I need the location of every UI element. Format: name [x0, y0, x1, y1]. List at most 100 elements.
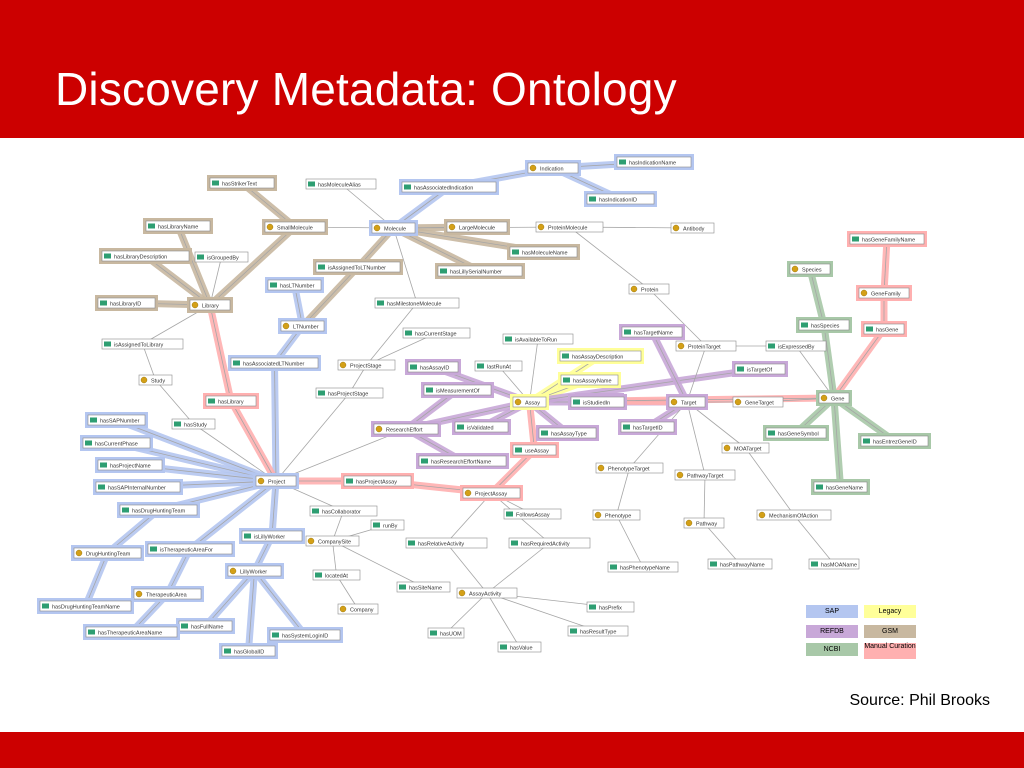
node-TherapeuticArea[interactable]: TherapeuticArea [131, 586, 204, 602]
node-hasGeneSymbol[interactable]: hasGeneSymbol [763, 425, 829, 441]
node-Protein[interactable]: Protein [628, 283, 670, 295]
node-isValidated[interactable]: isValidated [452, 419, 511, 435]
node-hasLibraryID[interactable]: hasLibraryID [95, 295, 158, 311]
node-hasValue[interactable]: hasValue [497, 641, 542, 653]
node-Target[interactable]: Target [666, 394, 708, 410]
node-ProjectAssay[interactable]: ProjectAssay [460, 485, 523, 501]
node-hasAssayName[interactable]: hasAssayName [558, 372, 621, 388]
node-hasAssayID[interactable]: hasAssayID [405, 359, 461, 375]
node-hasCurrentStage[interactable]: hasCurrentStage [402, 327, 471, 339]
node-hasCollaborator[interactable]: hasCollaborator [309, 505, 378, 517]
node-PathwayTarget[interactable]: PathwayTarget [674, 469, 736, 481]
node-hasIndicationID[interactable]: hasIndicationID [584, 191, 657, 207]
node-hasAssociatedLTNumber[interactable]: hasAssociatedLTNumber [228, 355, 321, 371]
node-hasAssayDescription[interactable]: hasAssayDescription [557, 348, 644, 364]
node-Phenotype[interactable]: Phenotype [592, 509, 641, 521]
node-ResearchEffort[interactable]: ResearchEffort [371, 421, 441, 437]
node-runBy[interactable]: runBy [370, 519, 405, 531]
node-Library[interactable]: Library [187, 297, 233, 313]
node-hasTargetID[interactable]: hasTargetID [618, 419, 677, 435]
node-hasProjectAssay[interactable]: hasProjectAssay [341, 473, 414, 489]
node-LTNumber[interactable]: LTNumber [278, 318, 327, 334]
node-isGroupedBy[interactable]: isGroupedBy [194, 251, 249, 263]
node-hasMoleculeName[interactable]: hasMoleculeName [507, 244, 580, 260]
node-AssayActivity[interactable]: AssayActivity [456, 587, 518, 599]
node-hasMoleculeAlias[interactable]: hasMoleculeAlias [305, 178, 377, 190]
node-hasLibrary[interactable]: hasLibrary [203, 393, 259, 409]
node-locatedAt[interactable]: locatedAt [312, 569, 361, 581]
node-LargeMolecule[interactable]: LargeMolecule [444, 219, 510, 235]
node-Species[interactable]: Species [787, 261, 833, 277]
node-lastRunAt[interactable]: lastRunAt [474, 360, 523, 372]
node-CompanySite[interactable]: CompanySite [305, 535, 360, 547]
node-ProteinTarget[interactable]: ProteinTarget [675, 340, 737, 352]
node-isAssignedToLTNumber[interactable]: isAssignedToLTNumber [313, 259, 403, 275]
node-isTherapeuticAreaFor[interactable]: isTherapeuticAreaFor [145, 541, 235, 557]
node-Gene[interactable]: Gene [816, 390, 852, 406]
node-hasProjectStage[interactable]: hasProjectStage [315, 387, 384, 399]
node-Study[interactable]: Study [138, 374, 173, 386]
node-Indication[interactable]: Indication [525, 160, 581, 176]
node-LillyWorker[interactable]: LillyWorker [225, 563, 284, 579]
node-hasRequiredActivity[interactable]: hasRequiredActivity [508, 537, 591, 549]
node-hasIndicationName[interactable]: hasIndicationName [614, 154, 694, 170]
node-hasCurrentPhase[interactable]: hasCurrentPhase [80, 435, 153, 451]
node-PhenotypeTarget[interactable]: PhenotypeTarget [595, 462, 664, 474]
node-hasSiteName[interactable]: hasSiteName [396, 581, 451, 593]
node-ProjectStage[interactable]: ProjectStage [337, 359, 396, 371]
node-hasAssociatedIndication[interactable]: hasAssociatedIndication [399, 179, 499, 195]
node-DrugHuntingTeam[interactable]: DrugHuntingTeam [71, 545, 144, 561]
node-MOATarget[interactable]: MOATarget [721, 442, 770, 454]
node-GeneTarget[interactable]: GeneTarget [732, 396, 784, 408]
node-hasUOM[interactable]: hasUOM [427, 627, 465, 639]
node-Molecule[interactable]: Molecule [369, 220, 418, 236]
node-hasStrikerText[interactable]: hasStrikerText [207, 175, 277, 191]
node-hasGeneFamilyName[interactable]: hasGeneFamilyName [847, 231, 927, 247]
node-hasSAPNumber[interactable]: hasSAPNumber [85, 412, 148, 428]
node-hasDrugHuntingTeam[interactable]: hasDrugHuntingTeam [117, 502, 200, 518]
node-hasDrugHuntingTeamName[interactable]: hasDrugHuntingTeamName [37, 598, 134, 614]
node-hasGene[interactable]: hasGene [861, 321, 907, 337]
node-hasGeneName[interactable]: hasGeneName [811, 479, 870, 495]
node-GeneFamily[interactable]: GeneFamily [856, 285, 912, 301]
node-hasLibraryName[interactable]: hasLibraryName [143, 218, 213, 234]
node-hasResearchEffortName[interactable]: hasResearchEffortName [416, 453, 509, 469]
node-hasGlobalID[interactable]: hasGlobalID [219, 643, 278, 659]
node-Antibody[interactable]: Antibody [670, 222, 715, 234]
node-Pathway[interactable]: Pathway [683, 517, 725, 529]
node-hasStudy[interactable]: hasStudy [171, 418, 216, 430]
node-hasEntrezGeneID[interactable]: hasEntrezGeneID [858, 433, 931, 449]
node-hasSAPInternalNumber[interactable]: hasSAPInternalNumber [93, 479, 183, 495]
node-Company[interactable]: Company [337, 603, 379, 615]
node-hasLTNumber[interactable]: hasLTNumber [265, 277, 324, 293]
node-hasPrefix[interactable]: hasPrefix [586, 601, 635, 613]
node-MechanismOfAction[interactable]: MechanismOfAction [756, 509, 832, 521]
node-Assay[interactable]: Assay [510, 394, 549, 410]
node-isStudiedIn[interactable]: isStudiedIn [568, 394, 627, 410]
node-hasMilestoneMolecule[interactable]: hasMilestoneMolecule [374, 297, 460, 309]
node-hasFullName[interactable]: hasFullName [176, 618, 235, 634]
node-isExpressedBy[interactable]: isExpressedBy [765, 340, 827, 352]
node-hasLillySerialNumber[interactable]: hasLillySerialNumber [435, 263, 525, 279]
node-FollowsAssay[interactable]: FollowsAssay [503, 508, 562, 520]
node-hasTherapeuticAreaName[interactable]: hasTherapeuticAreaName [83, 624, 180, 640]
node-SmallMolecule[interactable]: SmallMolecule [262, 219, 328, 235]
node-Project[interactable]: Project [253, 473, 299, 489]
node-hasTargetName[interactable]: hasTargetName [619, 324, 685, 340]
node-hasLibraryDescription[interactable]: hasLibraryDescription [99, 248, 192, 264]
node-isAssignedToLibrary[interactable]: isAssignedToLibrary [101, 338, 184, 350]
node-useAssay[interactable]: useAssay [510, 442, 559, 458]
node-hasPhenotypeName[interactable]: hasPhenotypeName [607, 561, 679, 573]
node-ProteinMolecule[interactable]: ProteinMolecule [535, 221, 604, 233]
node-hasProjectName[interactable]: hasProjectName [95, 457, 165, 473]
node-hasRelativeActivity[interactable]: hasRelativeActivity [405, 537, 488, 549]
node-isLillyWorker[interactable]: isLillyWorker [239, 528, 305, 544]
node-isTargetOf[interactable]: isTargetOf [732, 361, 788, 377]
node-isAvailableToRun[interactable]: isAvailableToRun [502, 333, 574, 345]
node-hasMOAName[interactable]: hasMOAName [808, 558, 860, 570]
node-hasSystemLoginID[interactable]: hasSystemLoginID [267, 627, 343, 643]
node-hasPathwayName[interactable]: hasPathwayName [707, 558, 773, 570]
node-isMeasurementOf[interactable]: isMeasurementOf [421, 382, 494, 398]
node-hasSpecies[interactable]: hasSpecies [796, 317, 852, 333]
node-hasResultType[interactable]: hasResultType [567, 625, 629, 637]
